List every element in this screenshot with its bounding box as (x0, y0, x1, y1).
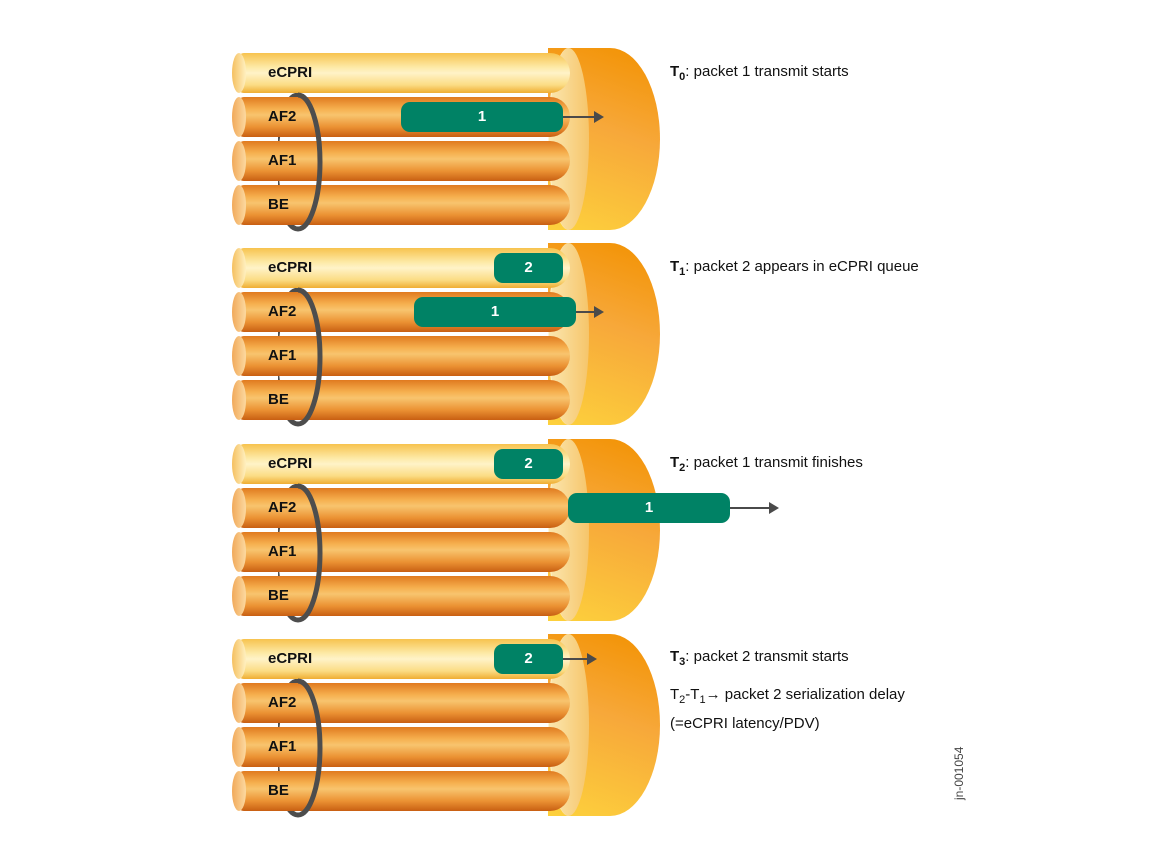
panel-caption: T3: packet 2 transmit starts (670, 648, 849, 668)
packet-1: 1 (414, 297, 576, 327)
panel-caption: T0: packet 1 transmit starts (670, 63, 849, 83)
time-label: T2 (670, 454, 686, 474)
queue-label: BE (268, 587, 289, 604)
queue-label: BE (268, 782, 289, 799)
tube-end (232, 444, 246, 484)
ring-front-arc (278, 678, 328, 818)
queue-label: AF1 (268, 152, 297, 169)
queue-tube-af1: AF1 (232, 336, 570, 376)
panel-caption: T2: packet 1 transmit finishes (670, 454, 863, 474)
tube-end (232, 488, 246, 528)
queue-tube-be: BE (232, 380, 570, 420)
queue-label: BE (268, 196, 289, 213)
queue-label: AF2 (268, 499, 297, 516)
note-a-sym: T (670, 686, 680, 703)
arrow-icon (730, 502, 779, 514)
arrow-icon (576, 306, 604, 318)
queue-label: eCPRI (268, 650, 313, 667)
time-subscript: 2 (679, 462, 686, 474)
note-line1: → packet 2 serialization delay (705, 686, 905, 703)
time-label: T3 (670, 648, 686, 668)
queue-label: AF1 (268, 347, 297, 364)
packet-2: 2 (494, 449, 563, 479)
queue-label: eCPRI (268, 455, 313, 472)
caption-text: : packet 2 appears in eCPRI queue (685, 258, 919, 275)
time-label: T0 (670, 63, 686, 83)
packet-1: 1 (401, 102, 563, 132)
queue-label: AF2 (268, 108, 297, 125)
queue-tube-be: BE (232, 576, 570, 616)
packet-2: 2 (494, 253, 563, 283)
note-b-sym: T (690, 686, 700, 703)
queue-label: BE (268, 391, 289, 408)
tube-end (232, 248, 246, 288)
queue-label: AF2 (268, 303, 297, 320)
panel-caption: T1: packet 2 appears in eCPRI queue (670, 258, 919, 278)
queue-tube-be: BE (232, 185, 570, 225)
delay-note: T2-T1→ packet 2 serialization delay(=eCP… (670, 683, 905, 736)
arrow-icon (563, 111, 604, 123)
arrow-icon (563, 653, 597, 665)
tube-end (232, 683, 246, 723)
tube-end (232, 336, 246, 376)
queue-tube-af2: AF2 (232, 488, 570, 528)
figure-id: jn-001054 (952, 746, 966, 800)
queue-label: eCPRI (268, 64, 313, 81)
time-subscript: 3 (679, 656, 686, 668)
time-label: T1 (670, 258, 686, 278)
note-dash: - (685, 686, 691, 703)
tube-end (232, 532, 246, 572)
tube-end (232, 727, 246, 767)
note-b-sub: 1 (699, 694, 706, 706)
ring-front-arc (278, 483, 328, 623)
queue-label: eCPRI (268, 259, 313, 276)
tube-end (232, 576, 246, 616)
tube-end (232, 141, 246, 181)
time-subscript: 1 (679, 266, 686, 278)
queue-tube-ecpri: eCPRI (232, 53, 570, 93)
tube-end (232, 53, 246, 93)
queue-tube-af2: AF2 (232, 683, 570, 723)
caption-text: : packet 2 transmit starts (685, 648, 849, 665)
note-line2: (=eCPRI latency/PDV) (670, 715, 820, 732)
tube-end (232, 292, 246, 332)
tube-end (232, 639, 246, 679)
caption-text: : packet 1 transmit starts (685, 63, 849, 80)
queue-tube-af1: AF1 (232, 727, 570, 767)
queue-label: AF1 (268, 543, 297, 560)
tube-end (232, 185, 246, 225)
queue-tube-be: BE (232, 771, 570, 811)
caption-text: : packet 1 transmit finishes (685, 454, 863, 471)
packet-2: 2 (494, 644, 563, 674)
tube-end (232, 771, 246, 811)
note-a-sub: 2 (679, 694, 686, 706)
ring-front-arc (278, 92, 328, 232)
time-subscript: 0 (679, 71, 686, 83)
queue-label: AF2 (268, 694, 297, 711)
tube-end (232, 97, 246, 137)
packet-1: 1 (568, 493, 730, 523)
queue-tube-af1: AF1 (232, 141, 570, 181)
queue-tube-af1: AF1 (232, 532, 570, 572)
queue-label: AF1 (268, 738, 297, 755)
ring-front-arc (278, 287, 328, 427)
tube-end (232, 380, 246, 420)
